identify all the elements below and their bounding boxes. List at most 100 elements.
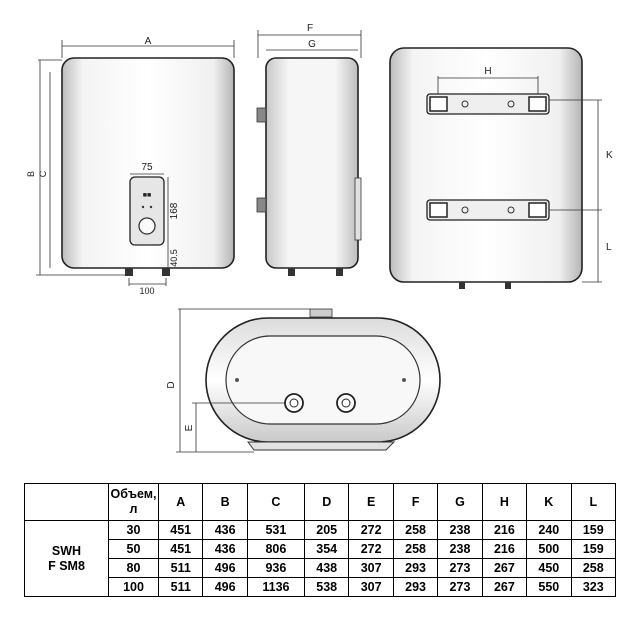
col-header: K — [526, 483, 572, 521]
volume-cell: 30 — [108, 520, 159, 540]
value-cell: 293 — [392, 577, 439, 597]
value-cell: 531 — [246, 520, 306, 540]
value-cell: 159 — [570, 539, 617, 559]
value-cell: 550 — [526, 577, 572, 597]
value-cell: 806 — [246, 539, 306, 559]
dim-label-g: G — [308, 39, 316, 50]
col-header: C — [246, 483, 306, 521]
table-header-row: Объем, л A B C D E F G H K L — [24, 483, 617, 521]
dim-label-75: 75 — [141, 162, 153, 173]
value-cell: 496 — [202, 577, 248, 597]
value-cell: 436 — [202, 539, 248, 559]
outlet-pipe — [162, 268, 170, 276]
dim-label-h: H — [484, 66, 491, 77]
value-cell: 438 — [303, 558, 350, 578]
value-cell: 511 — [157, 558, 204, 578]
value-cell: 323 — [570, 577, 617, 597]
technical-drawing: A B C ■■ 75 168 40.5 100 — [26, 23, 613, 453]
value-cell: 936 — [246, 558, 306, 578]
dim-label-168: 168 — [169, 202, 180, 219]
volume-cell: 80 — [108, 558, 159, 578]
col-header: G — [437, 483, 483, 521]
outlet-connection — [336, 393, 356, 413]
value-cell: 436 — [202, 520, 248, 540]
value-cell: 258 — [392, 539, 439, 559]
model-name-line2: F SM8 — [48, 558, 85, 573]
value-cell: 500 — [526, 539, 572, 559]
model-header-cell — [24, 483, 109, 521]
inlet-connection — [284, 393, 304, 413]
value-cell: 496 — [202, 558, 248, 578]
back-tank-body — [389, 47, 583, 283]
col-header: D — [303, 483, 350, 521]
dim-label-b: B — [26, 171, 36, 177]
value-cell: 273 — [437, 558, 483, 578]
value-cell: 272 — [348, 520, 394, 540]
lower-bracket — [256, 197, 267, 213]
volume-cell: 50 — [108, 539, 159, 559]
value-cell: 272 — [348, 539, 394, 559]
dim-label-e: E — [184, 424, 195, 431]
model-name-line1: SWH — [51, 543, 82, 558]
back-view: H K L — [389, 47, 613, 289]
top-pipe — [309, 308, 333, 318]
value-cell: 451 — [157, 520, 204, 540]
front-tank-body — [61, 57, 235, 269]
value-cell: 240 — [526, 520, 572, 540]
value-cell: 450 — [526, 558, 572, 578]
bottom-inner-panel — [225, 335, 421, 425]
inlet-pipe — [125, 268, 133, 276]
volume-header: Объем, л — [108, 483, 159, 521]
front-view: A B C ■■ 75 168 40.5 100 — [26, 36, 235, 296]
value-cell: 307 — [348, 558, 394, 578]
volume-cell: 100 — [108, 577, 159, 597]
dim-label-d: D — [166, 381, 177, 388]
control-panel — [129, 176, 165, 246]
value-cell: 273 — [437, 577, 483, 597]
col-header: A — [157, 483, 204, 521]
panel-display: ■■ — [143, 192, 151, 199]
value-cell: 238 — [437, 520, 483, 540]
value-cell: 216 — [481, 520, 528, 540]
value-cell: 216 — [481, 539, 528, 559]
side-view: F G — [256, 23, 362, 276]
value-cell: 354 — [303, 539, 350, 559]
col-header: H — [481, 483, 528, 521]
dim-label-c: C — [38, 170, 48, 177]
thermostat-knob — [138, 217, 156, 235]
upper-bracket — [256, 107, 267, 123]
value-cell: 205 — [303, 520, 350, 540]
value-cell: 238 — [437, 539, 483, 559]
value-cell: 267 — [481, 577, 528, 597]
dim-label-l: L — [606, 242, 612, 253]
side-tank-body — [265, 57, 359, 269]
value-cell: 258 — [570, 558, 617, 578]
volume-header-line1: Объем, — [110, 487, 157, 501]
dim-label-100: 100 — [139, 286, 154, 296]
value-cell: 1136 — [246, 577, 306, 597]
bottom-base — [247, 441, 396, 451]
value-cell: 307 — [348, 577, 394, 597]
col-header: F — [392, 483, 439, 521]
col-header: B — [202, 483, 248, 521]
value-cell: 511 — [157, 577, 204, 597]
side-panel-edge — [354, 177, 362, 241]
value-cell: 293 — [392, 558, 439, 578]
value-cell: 451 — [157, 539, 204, 559]
upper-mount-bar — [426, 93, 550, 115]
dim-label-40-5: 40.5 — [169, 249, 179, 267]
volume-header-line2: л — [129, 502, 138, 516]
value-cell: 538 — [303, 577, 350, 597]
dim-label-a: A — [145, 36, 152, 47]
bottom-view: D E — [166, 308, 441, 453]
value-cell: 258 — [392, 520, 439, 540]
col-header: L — [570, 483, 617, 521]
dim-label-k: K — [606, 150, 613, 161]
dim-label-f: F — [307, 23, 313, 34]
